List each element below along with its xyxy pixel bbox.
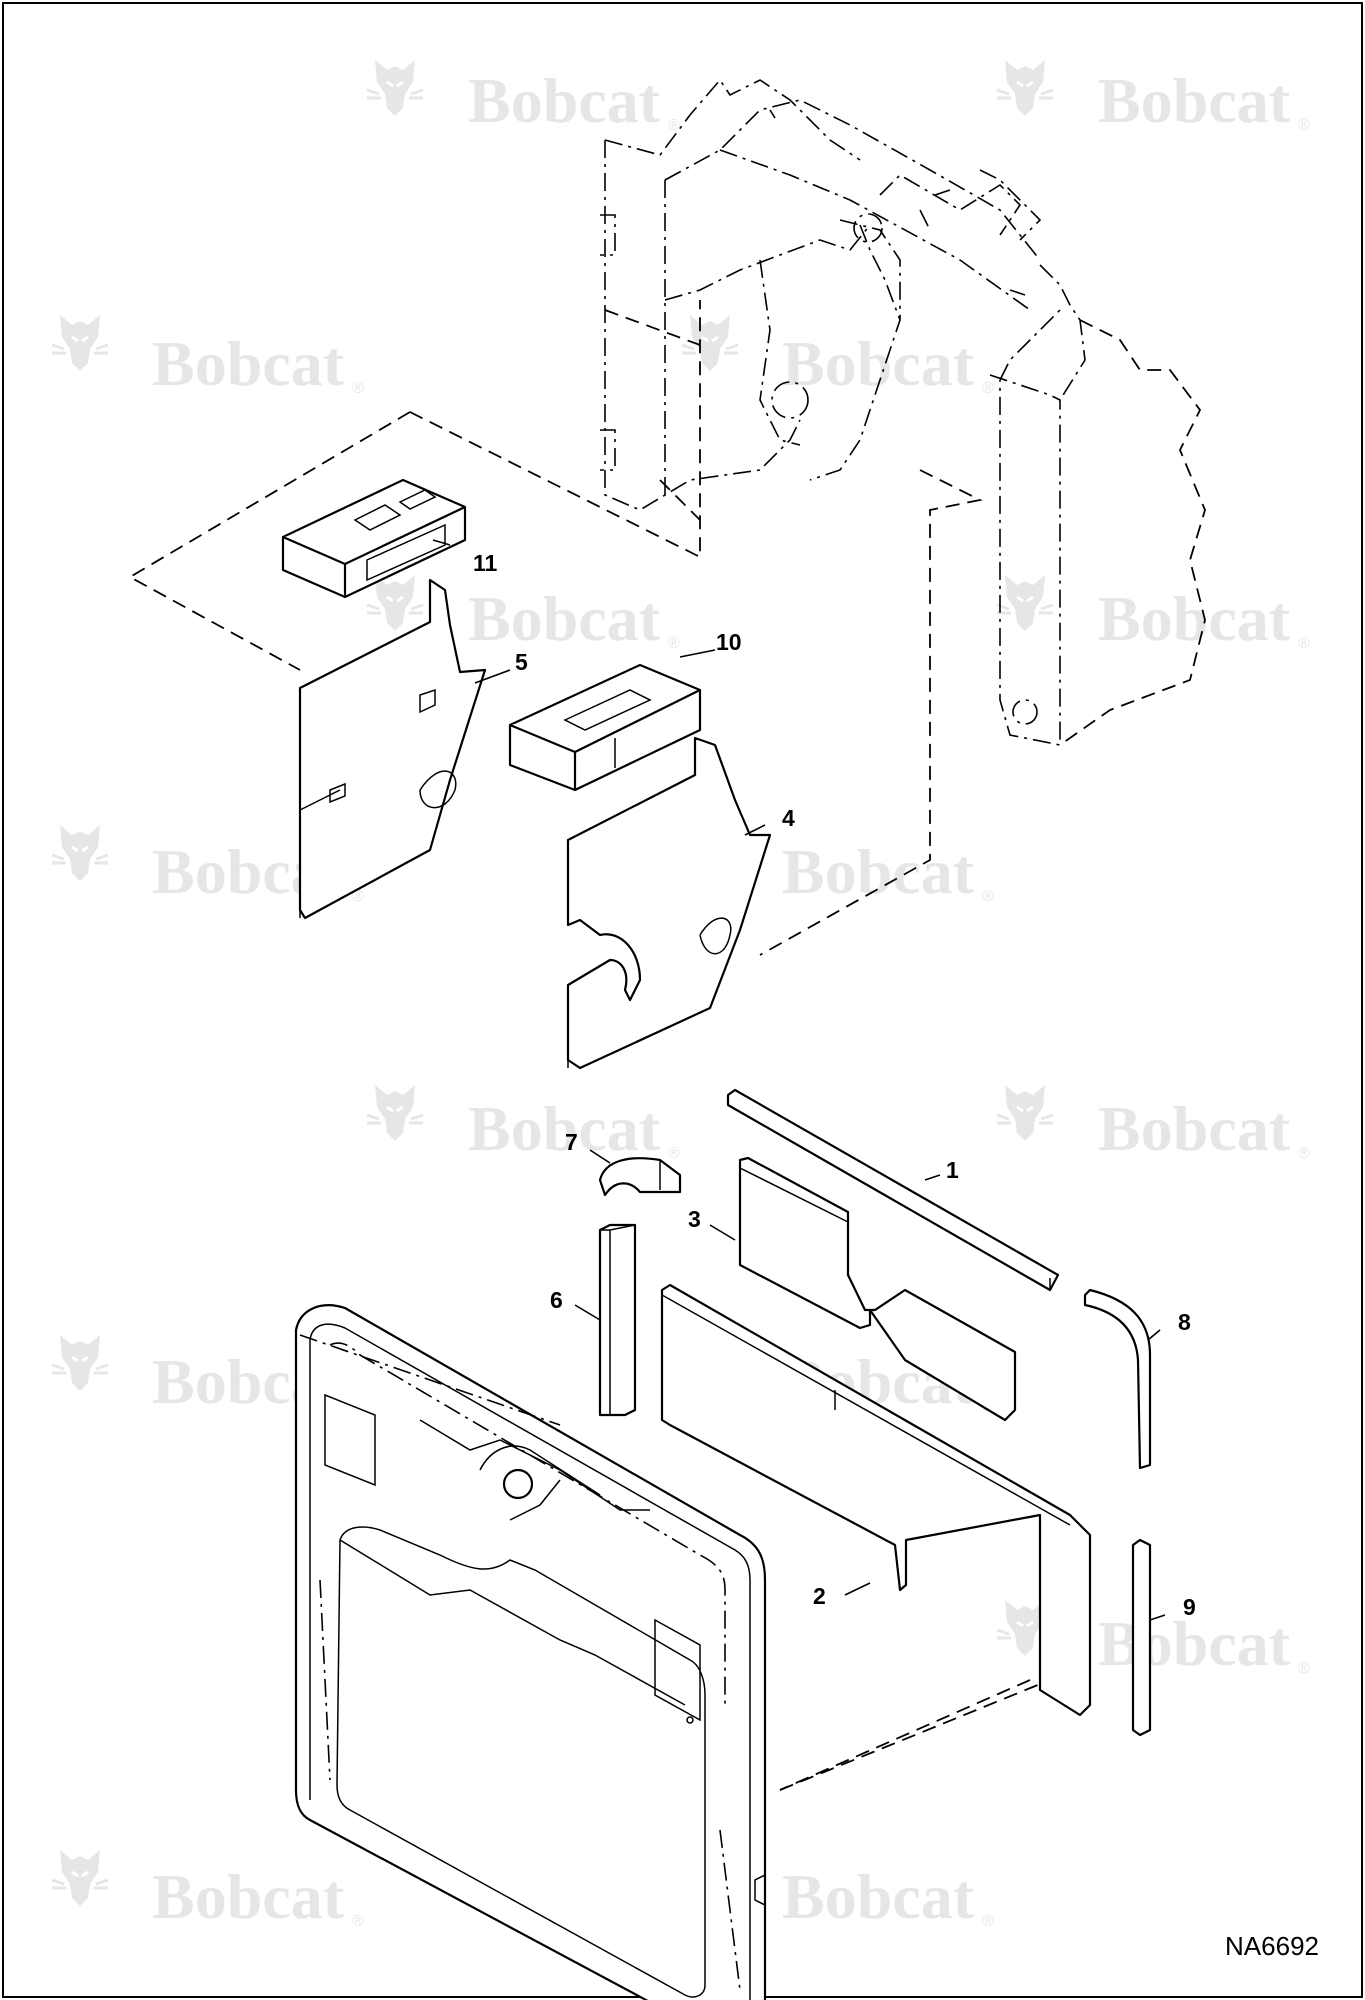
- callout-8: 8: [1178, 1309, 1191, 1335]
- watermark-text: Bobcat: [782, 836, 975, 907]
- watermark-registered: ®: [352, 1913, 364, 1930]
- bobcat-head-logo-icon: [995, 573, 1055, 633]
- watermark-registered: ®: [352, 888, 364, 905]
- watermark: Bobcat ®: [365, 58, 680, 136]
- watermark-registered: ®: [352, 380, 364, 397]
- watermark: Bobcat ®: [680, 1848, 994, 1932]
- watermark-registered: ®: [982, 1913, 994, 1930]
- bobcat-head-logo-icon: [365, 1083, 425, 1143]
- part-2-insulation-panel: [660, 1283, 1092, 1717]
- bobcat-head-logo-icon: [50, 313, 110, 373]
- assembly-guide-lines: [128, 300, 1051, 1791]
- watermark: Bobcat ®: [680, 823, 994, 907]
- watermark: Bobcat ®: [50, 1848, 364, 1932]
- watermark-registered: ®: [1298, 635, 1310, 652]
- watermark-text: Bobcat: [152, 1861, 345, 1932]
- callout-2: 2: [813, 1583, 826, 1609]
- watermark-registered: ®: [1298, 1660, 1310, 1677]
- part-3-insulation-panel: [738, 1156, 1017, 1422]
- watermark-registered: ®: [668, 117, 680, 134]
- watermark-text: Bobcat: [782, 1861, 975, 1932]
- bobcat-head-logo-icon: [365, 58, 425, 118]
- part-10-foam-block: [508, 663, 702, 792]
- callout-3: 3: [688, 1206, 701, 1232]
- watermark-registered: ®: [982, 888, 994, 905]
- part-6-vertical-strip: [598, 1223, 637, 1417]
- watermark: Bobcat ®: [995, 1083, 1310, 1164]
- bobcat-head-logo-icon: [680, 313, 740, 373]
- watermark: Bobcat ®: [365, 1083, 680, 1164]
- bobcat-head-logo-icon: [995, 1083, 1055, 1143]
- watermark: Bobcat ®: [995, 1598, 1310, 1679]
- bobcat-head-logo-icon: [50, 1848, 110, 1908]
- watermark-text: Bobcat: [468, 65, 661, 136]
- callout-10: 10: [716, 629, 742, 655]
- part-1-seal-strip: [726, 1088, 1060, 1292]
- watermark-text: Bobcat: [782, 328, 975, 399]
- watermark-text: Bobcat: [468, 1093, 661, 1164]
- watermark-text: Bobcat: [468, 583, 661, 654]
- watermark-registered: ®: [1298, 1145, 1310, 1162]
- watermark-registered: ®: [668, 635, 680, 652]
- watermark-text: Bobcat: [152, 328, 345, 399]
- watermark-text: Bobcat: [1098, 1093, 1291, 1164]
- part-5-side-panel: [298, 578, 487, 920]
- callout-4: 4: [782, 805, 795, 831]
- callout-7: 7: [565, 1129, 578, 1155]
- part-7-curved-pad: [598, 1157, 682, 1197]
- watermark: Bobcat ®: [995, 58, 1310, 136]
- callout-9: 9: [1183, 1594, 1196, 1620]
- part-4-side-panel: [566, 736, 772, 1070]
- part-11-foam-block: [281, 478, 467, 599]
- watermark: Bobcat ®: [50, 313, 364, 399]
- callout-6: 6: [550, 1287, 563, 1313]
- bobcat-head-logo-icon: [995, 58, 1055, 118]
- watermark-registered: ®: [982, 380, 994, 397]
- part-9-vertical-strip: [1131, 1538, 1152, 1737]
- bobcat-head-logo-icon: [50, 823, 110, 883]
- leader-lines: [432, 539, 1166, 1621]
- callout-5: 5: [515, 649, 528, 675]
- bobcat-head-logo-icon: [50, 1333, 110, 1393]
- callout-11: 11: [473, 550, 498, 576]
- watermark-text: Bobcat: [1098, 583, 1291, 654]
- watermark-text: Bobcat: [1098, 1608, 1291, 1679]
- watermark: Bobcat ®: [365, 573, 680, 654]
- cab-frame-phantom: [600, 78, 1206, 746]
- watermark-registered: ®: [1298, 117, 1310, 134]
- part-8-curved-strip: [1083, 1288, 1152, 1470]
- callout-1: 1: [946, 1157, 959, 1183]
- door-panel-assembly: [294, 1304, 767, 2000]
- watermark: Bobcat ®: [680, 313, 994, 399]
- watermark-text: Bobcat: [1098, 65, 1291, 136]
- callout-labels: 1 2 3 4 5 6 7 8 9 10 11: [473, 550, 1196, 1620]
- drawing-code-label: NA6692: [1225, 1931, 1319, 1961]
- watermark-registered: ®: [668, 1145, 680, 1162]
- watermark: Bobcat ®: [995, 573, 1310, 654]
